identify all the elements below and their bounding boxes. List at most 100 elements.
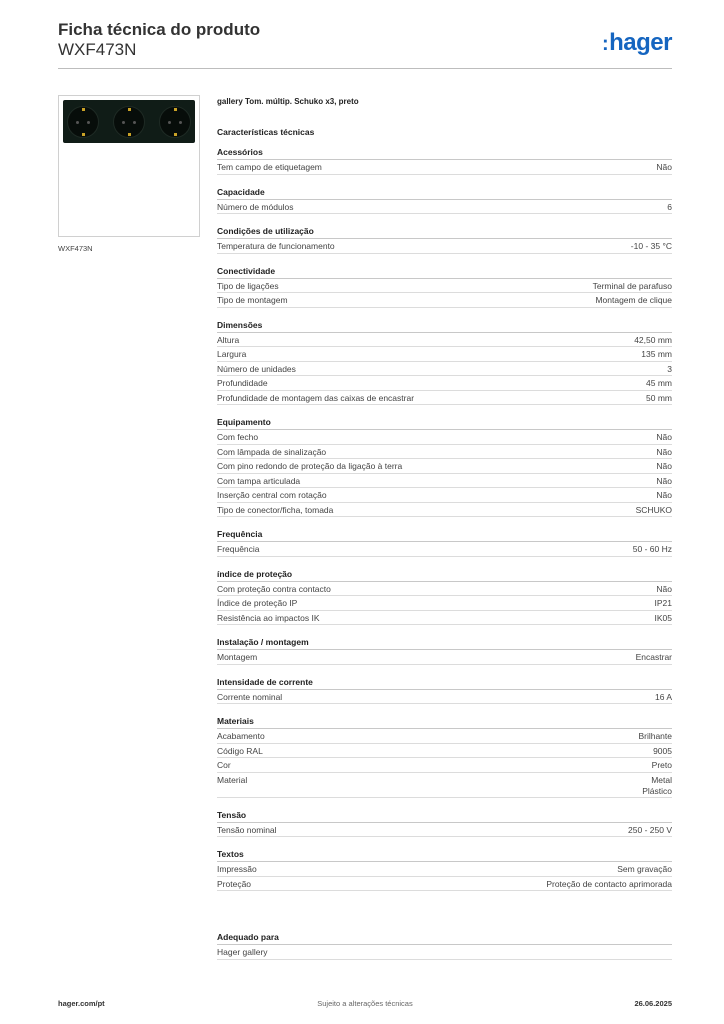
spec-row: Proteção Proteção de contacto aprimorada — [217, 877, 672, 891]
spec-value: 50 mm — [646, 392, 672, 403]
footer-date: 26.06.2025 — [634, 999, 672, 1008]
spec-value: Não — [656, 162, 672, 172]
spec-value: Não — [656, 432, 672, 442]
spec-value: 50 - 60 Hz — [632, 544, 672, 554]
spec-label: Com fecho — [217, 432, 259, 442]
spec-row: Tem campo de etiquetagem Não — [217, 160, 672, 175]
spec-label: Resistência ao impactos IK — [217, 612, 320, 623]
spec-value: Não — [656, 461, 672, 471]
spec-label: Altura — [217, 334, 240, 345]
spec-label: Inserção central com rotação — [217, 490, 327, 500]
section-title: índice de proteção — [217, 567, 672, 582]
page-header: Ficha técnica do produto WXF473N :hager — [58, 20, 672, 60]
spec-row: Corrente nominal 16 A — [217, 690, 672, 704]
spec-row: Altura 42,50 mm — [217, 333, 672, 347]
image-caption: WXF473N — [58, 244, 93, 253]
spec-value: -10 - 35 °C — [630, 241, 672, 251]
spec-value: 16 A — [654, 691, 672, 702]
spec-value: SCHUKO — [635, 504, 672, 515]
spec-value: 42,50 mm — [634, 334, 672, 345]
spec-row: Inserção central com rotação Não — [217, 488, 672, 503]
suitable-title: Adequado para — [217, 930, 672, 945]
spec-row: Com pino redondo de proteção da ligação … — [217, 459, 672, 474]
spec-row: Com fecho Não — [217, 430, 672, 445]
spec-value: Metal Plástico — [642, 774, 672, 796]
spec-value: Brilhante — [638, 731, 672, 741]
section-title: Tensão — [217, 808, 672, 823]
spec-value: IP21 — [654, 598, 673, 608]
spec-label: Material — [217, 774, 248, 785]
spec-label: Proteção — [217, 878, 252, 889]
spec-label: Tensão nominal — [217, 824, 277, 835]
product-image — [58, 95, 200, 237]
spec-label: Com tampa articulada — [217, 475, 301, 486]
spec-label: Largura — [217, 349, 247, 359]
spec-value: 135 mm — [641, 349, 672, 359]
spec-value: Proteção de contacto aprimorada — [546, 878, 672, 889]
spec-value: IK05 — [654, 612, 673, 623]
spec-label: Tipo de conector/ficha, tomada — [217, 504, 334, 515]
section-title: Frequência — [217, 527, 672, 542]
section-title: Dimensões — [217, 318, 672, 333]
suitable-item: Hager gallery — [217, 945, 672, 960]
section-title: Instalação / montagem — [217, 635, 672, 650]
spec-row: Cor Preto — [217, 758, 672, 773]
spec-label: Acabamento — [217, 731, 265, 741]
spec-row: Tipo de conector/ficha, tomada SCHUKO — [217, 503, 672, 517]
spec-label: Com pino redondo de proteção da ligação … — [217, 461, 403, 471]
spec-label: Cor — [217, 760, 231, 770]
page-subtitle: WXF473N — [58, 40, 137, 59]
spec-row: Com tampa articulada Não — [217, 474, 672, 488]
spec-label: Tipo de ligações — [217, 280, 279, 291]
spec-label: Índice de proteção IP — [217, 598, 298, 608]
socket-icon — [159, 106, 191, 138]
spec-row: Acabamento Brilhante — [217, 729, 672, 744]
section-title: Textos — [217, 847, 672, 862]
spec-heading: Características técnicas — [217, 127, 315, 137]
spec-label: Corrente nominal — [217, 691, 283, 702]
spec-label: Código RAL — [217, 745, 263, 756]
spec-label: Número de módulos — [217, 201, 294, 212]
spec-value: Sem gravação — [617, 864, 672, 874]
spec-value: 3 — [667, 363, 672, 374]
spec-label: Tem campo de etiquetagem — [217, 162, 322, 172]
spec-label: Montagem — [217, 652, 258, 662]
spec-row: Com lâmpada de sinalização Não — [217, 445, 672, 459]
spec-value: Encastrar — [635, 652, 672, 662]
spec-value: Não — [656, 475, 672, 486]
socket-icon — [113, 106, 145, 138]
spec-label: Profundidade de montagem das caixas de e… — [217, 392, 415, 403]
spec-label: Com lâmpada de sinalização — [217, 446, 327, 457]
spec-row: Frequência 50 - 60 Hz — [217, 542, 672, 557]
spec-row: Temperatura de funcionamento-10 - 35 °C — [217, 239, 672, 254]
page-title: Ficha técnica do produto — [58, 20, 261, 39]
spec-value: Montagem de clique — [595, 295, 672, 305]
spec-label: Frequência — [217, 544, 260, 554]
spec-row: Profundidade de montagem das caixas de e… — [217, 391, 672, 405]
spec-value: Não — [656, 446, 672, 457]
section-title: Materiais — [217, 714, 672, 729]
logo-colon-icon: : — [601, 33, 609, 55]
spec-value: Preto — [651, 760, 672, 770]
section-title: Capacidade — [217, 185, 672, 200]
socket-strip-illustration — [63, 100, 195, 143]
spec-value: Não — [656, 490, 672, 500]
hager-logo: :hager — [601, 29, 673, 57]
footer-website: hager.com/pt — [58, 999, 105, 1008]
spec-row: Resistência ao impactos IK IK05 — [217, 611, 673, 625]
